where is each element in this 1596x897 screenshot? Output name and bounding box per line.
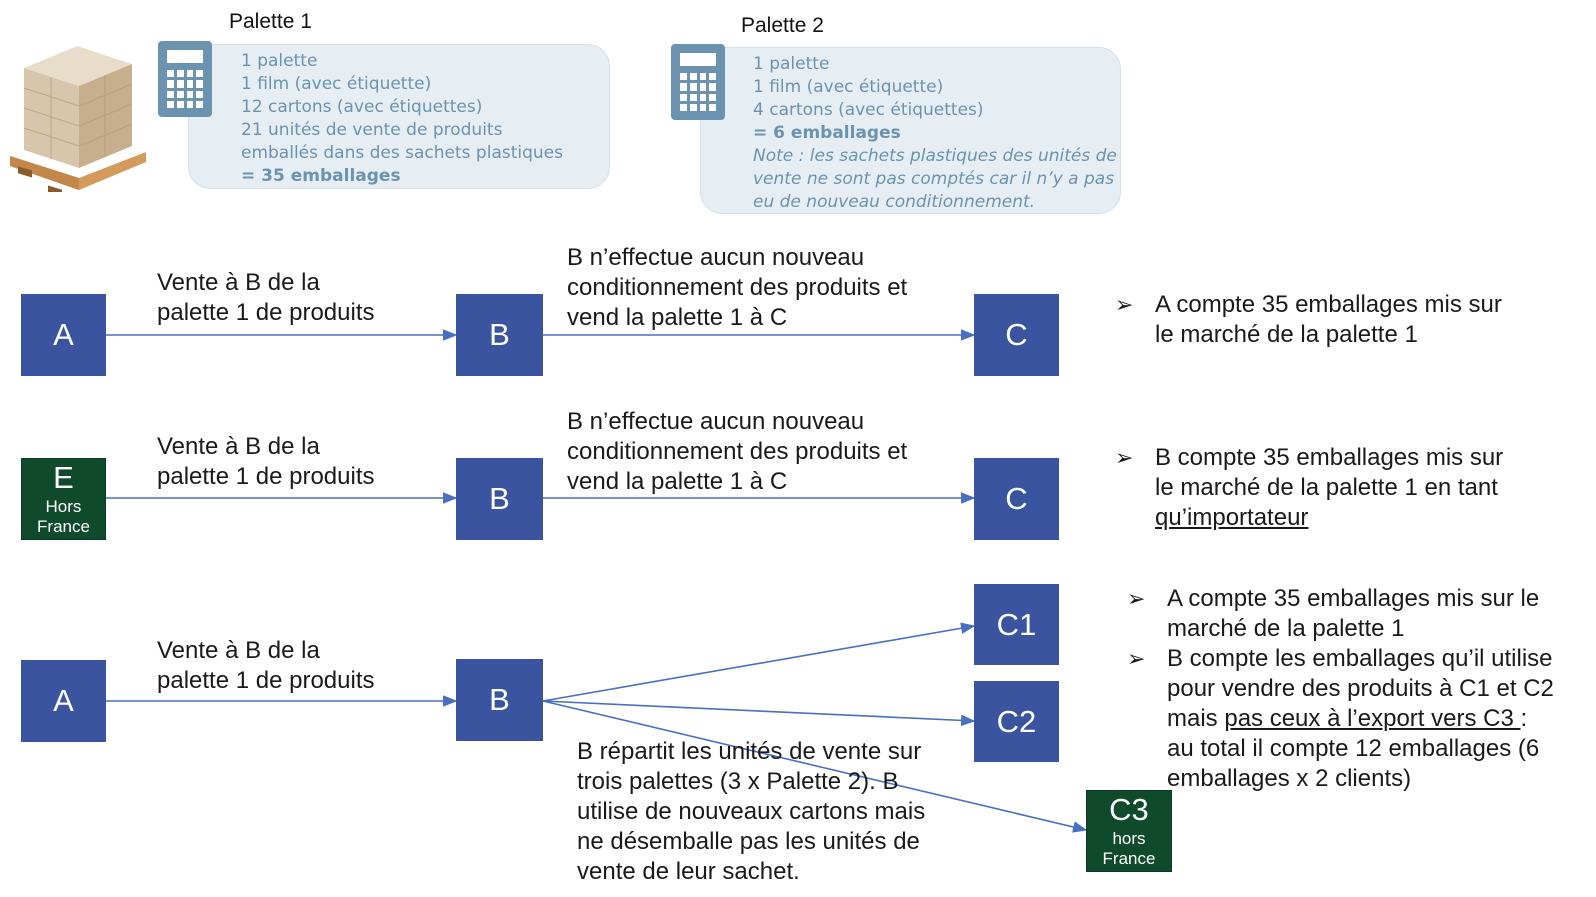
node-c: C bbox=[974, 458, 1059, 540]
result-bullet: ➢ B compte les emballages qu’il utilise … bbox=[1127, 644, 1554, 794]
result-line: A compte 35 emballages mis sur le bbox=[1167, 585, 1540, 612]
palette1-title: Palette 1 bbox=[229, 10, 312, 33]
result-line: marché de la palette 1 bbox=[1167, 615, 1405, 642]
result-row1: ➢ A compte 35 emballages mis sur le marc… bbox=[1115, 290, 1502, 350]
b-action-line: B n’effectue aucun nouveau bbox=[567, 408, 865, 435]
palette1-info-box: 1 palette 1 film (avec étiquette) 12 car… bbox=[188, 44, 610, 189]
result-line: emballages x 2 clients) bbox=[1167, 765, 1412, 792]
b-action-line: utilise de nouveaux cartons mais bbox=[577, 798, 926, 825]
b-action-line: trois palettes (3 x Palette 2). B bbox=[577, 768, 899, 795]
result-row2: ➢ B compte 35 emballages mis sur le marc… bbox=[1115, 443, 1503, 533]
palette2-line: 1 palette bbox=[753, 54, 830, 74]
palette1-line: emballés dans des sachets plastiques bbox=[241, 143, 563, 163]
node-b: B bbox=[456, 659, 543, 741]
arrow-b-to-c2 bbox=[542, 700, 976, 727]
arrow-b-to-c1 bbox=[542, 622, 976, 702]
result-line: B compte 35 emballages mis sur bbox=[1155, 444, 1504, 471]
palette2-info-box: 1 palette 1 film (avec étiquette) 4 cart… bbox=[700, 47, 1121, 214]
node-a: A bbox=[21, 294, 106, 376]
sale-label: Vente à B de la palette 1 de produits bbox=[157, 636, 375, 696]
calculator-icon bbox=[158, 41, 212, 117]
b-action-line: conditionnement des produits et bbox=[567, 274, 908, 301]
sale-label-line: palette 1 de produits bbox=[157, 299, 375, 326]
result-bullet: ➢ A compte 35 emballages mis sur le marc… bbox=[1115, 290, 1502, 350]
sale-label: Vente à B de la palette 1 de produits bbox=[157, 268, 375, 328]
calculator-icon bbox=[671, 44, 725, 120]
arrow-b-to-c3 bbox=[542, 700, 1088, 833]
node-b: B bbox=[456, 458, 543, 540]
b-action-label: B répartit les unités de vente sur trois… bbox=[577, 737, 925, 887]
palette1-line: 1 palette bbox=[241, 51, 318, 71]
node-a: A bbox=[21, 660, 106, 742]
b-action-line: ne désemballe pas les unités de bbox=[577, 828, 920, 855]
arrow-bullet-icon: ➢ bbox=[1115, 292, 1134, 317]
importateur-underlined: qu’importateur bbox=[1155, 504, 1309, 531]
result-line: B compte les emballages qu’il utilise bbox=[1167, 645, 1553, 672]
b-action-line: B n’effectue aucun nouveau bbox=[567, 244, 865, 271]
node-e-sub-line: France bbox=[37, 516, 90, 536]
result-row3: ➢ A compte 35 emballages mis sur le marc… bbox=[1127, 584, 1554, 794]
arrow-bullet-icon: ➢ bbox=[1127, 646, 1146, 671]
node-c3-sub-line: hors bbox=[1112, 828, 1146, 848]
sale-label: Vente à B de la palette 1 de produits bbox=[157, 432, 375, 492]
node-c: C bbox=[974, 294, 1059, 376]
result-text: : bbox=[1520, 705, 1528, 732]
result-line: pour vendre des produits à C1 et C2 bbox=[1167, 675, 1554, 702]
pallet-illustration bbox=[10, 46, 146, 192]
result-line: le marché de la palette 1 en tant bbox=[1155, 474, 1498, 501]
node-e-sub-line: Hors bbox=[45, 496, 82, 516]
b-action-line: vend la palette 1 à C bbox=[567, 468, 788, 495]
palette2-total: = 6 emballages bbox=[753, 123, 901, 143]
palette2-line: 1 film (avec étiquette) bbox=[753, 77, 944, 97]
arrow-bullet-icon: ➢ bbox=[1115, 445, 1134, 470]
node-b: B bbox=[456, 294, 543, 376]
palette1-line: 1 film (avec étiquette) bbox=[241, 74, 432, 94]
palette2-line: 4 cartons (avec étiquettes) bbox=[753, 100, 984, 120]
node-e-letter: E bbox=[53, 459, 74, 495]
b-action-line: B répartit les unités de vente sur bbox=[577, 738, 922, 765]
palette2-title: Palette 2 bbox=[741, 14, 824, 37]
palette1-total: = 35 emballages bbox=[241, 166, 401, 186]
palette2-note: eu de nouveau conditionnement. bbox=[753, 192, 1036, 212]
result-bullet: ➢ B compte 35 emballages mis sur le marc… bbox=[1115, 443, 1503, 533]
b-action-label: B n’effectue aucun nouveau conditionneme… bbox=[567, 243, 907, 333]
palette1-line: 12 cartons (avec étiquettes) bbox=[241, 97, 483, 117]
sale-label-line: Vente à B de la bbox=[157, 433, 320, 460]
result-line: A compte 35 emballages mis sur bbox=[1155, 291, 1502, 318]
export-underlined: pas ceux à l’export vers C3 bbox=[1224, 705, 1521, 732]
b-action-line: vend la palette 1 à C bbox=[567, 304, 788, 331]
result-text: mais bbox=[1167, 705, 1225, 732]
result-bullet: ➢ A compte 35 emballages mis sur le marc… bbox=[1127, 584, 1554, 644]
result-line: mais pas ceux à l’export vers C3 : bbox=[1167, 704, 1554, 734]
palette2-note: Note : les sachets plastiques des unités… bbox=[753, 146, 1117, 166]
b-action-line: vente de leur sachet. bbox=[577, 858, 800, 885]
palette1-line: 21 unités de vente de produits bbox=[241, 120, 503, 140]
node-c2: C2 bbox=[974, 681, 1059, 762]
b-action-line: conditionnement des produits et bbox=[567, 438, 908, 465]
arrow-bullet-icon: ➢ bbox=[1127, 586, 1146, 611]
result-line: au total il compte 12 emballages (6 bbox=[1167, 735, 1540, 762]
palette2-note: vente ne sont pas comptés car il n’y a p… bbox=[753, 169, 1115, 189]
result-line: qu’importateur bbox=[1155, 503, 1503, 533]
sale-label-line: Vente à B de la bbox=[157, 637, 320, 664]
sale-label-line: Vente à B de la bbox=[157, 269, 320, 296]
sale-label-line: palette 1 de produits bbox=[157, 667, 375, 694]
sale-label-line: palette 1 de produits bbox=[157, 463, 375, 490]
b-action-label: B n’effectue aucun nouveau conditionneme… bbox=[567, 407, 907, 497]
node-c3-letter: C3 bbox=[1109, 791, 1149, 827]
node-c1: C1 bbox=[974, 584, 1059, 665]
node-c3-sub-line: France bbox=[1102, 848, 1156, 868]
result-line: le marché de la palette 1 bbox=[1155, 321, 1418, 348]
